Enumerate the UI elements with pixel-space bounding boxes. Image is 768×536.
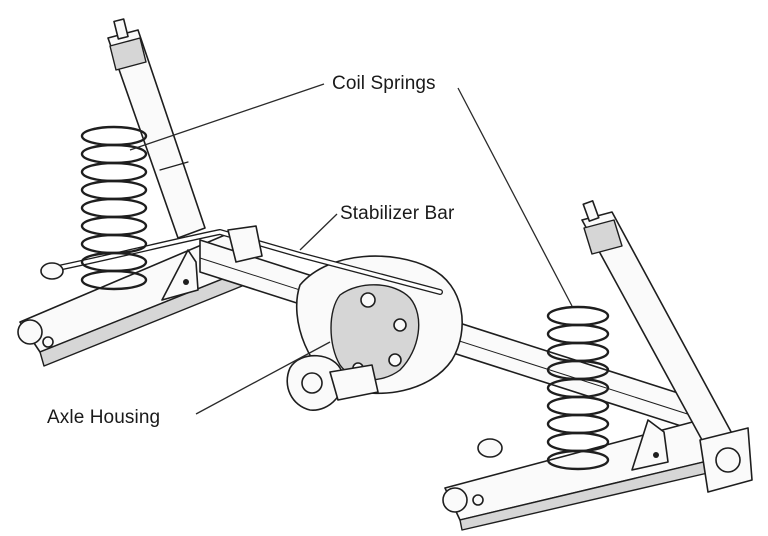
left-arm-bracket bbox=[161, 249, 199, 301]
right-bracket-bolt bbox=[653, 452, 659, 458]
axle-housing bbox=[286, 255, 463, 411]
axle-housing-label: Axle Housing bbox=[47, 407, 161, 428]
right-shock-absorber bbox=[581, 200, 753, 493]
coil-springs-leader-left bbox=[129, 83, 325, 151]
coil-springs-leader-right bbox=[457, 87, 573, 307]
right-coil-spring bbox=[546, 305, 610, 471]
right-arm-bracket bbox=[631, 419, 669, 471]
stabilizer-bar-leader bbox=[299, 213, 338, 251]
left-shock-absorber bbox=[107, 18, 206, 239]
axle-housing-leader bbox=[195, 341, 331, 415]
left-coil-spring bbox=[80, 125, 148, 291]
left-bracket-bolt bbox=[183, 279, 189, 285]
right-trailing-arm bbox=[442, 419, 713, 531]
right-stabilizer-end bbox=[477, 438, 503, 458]
stabilizer-bar-label: Stabilizer Bar bbox=[340, 203, 455, 224]
coil-springs-label: Coil Springs bbox=[332, 73, 436, 94]
stabilizer-bar bbox=[40, 225, 443, 295]
